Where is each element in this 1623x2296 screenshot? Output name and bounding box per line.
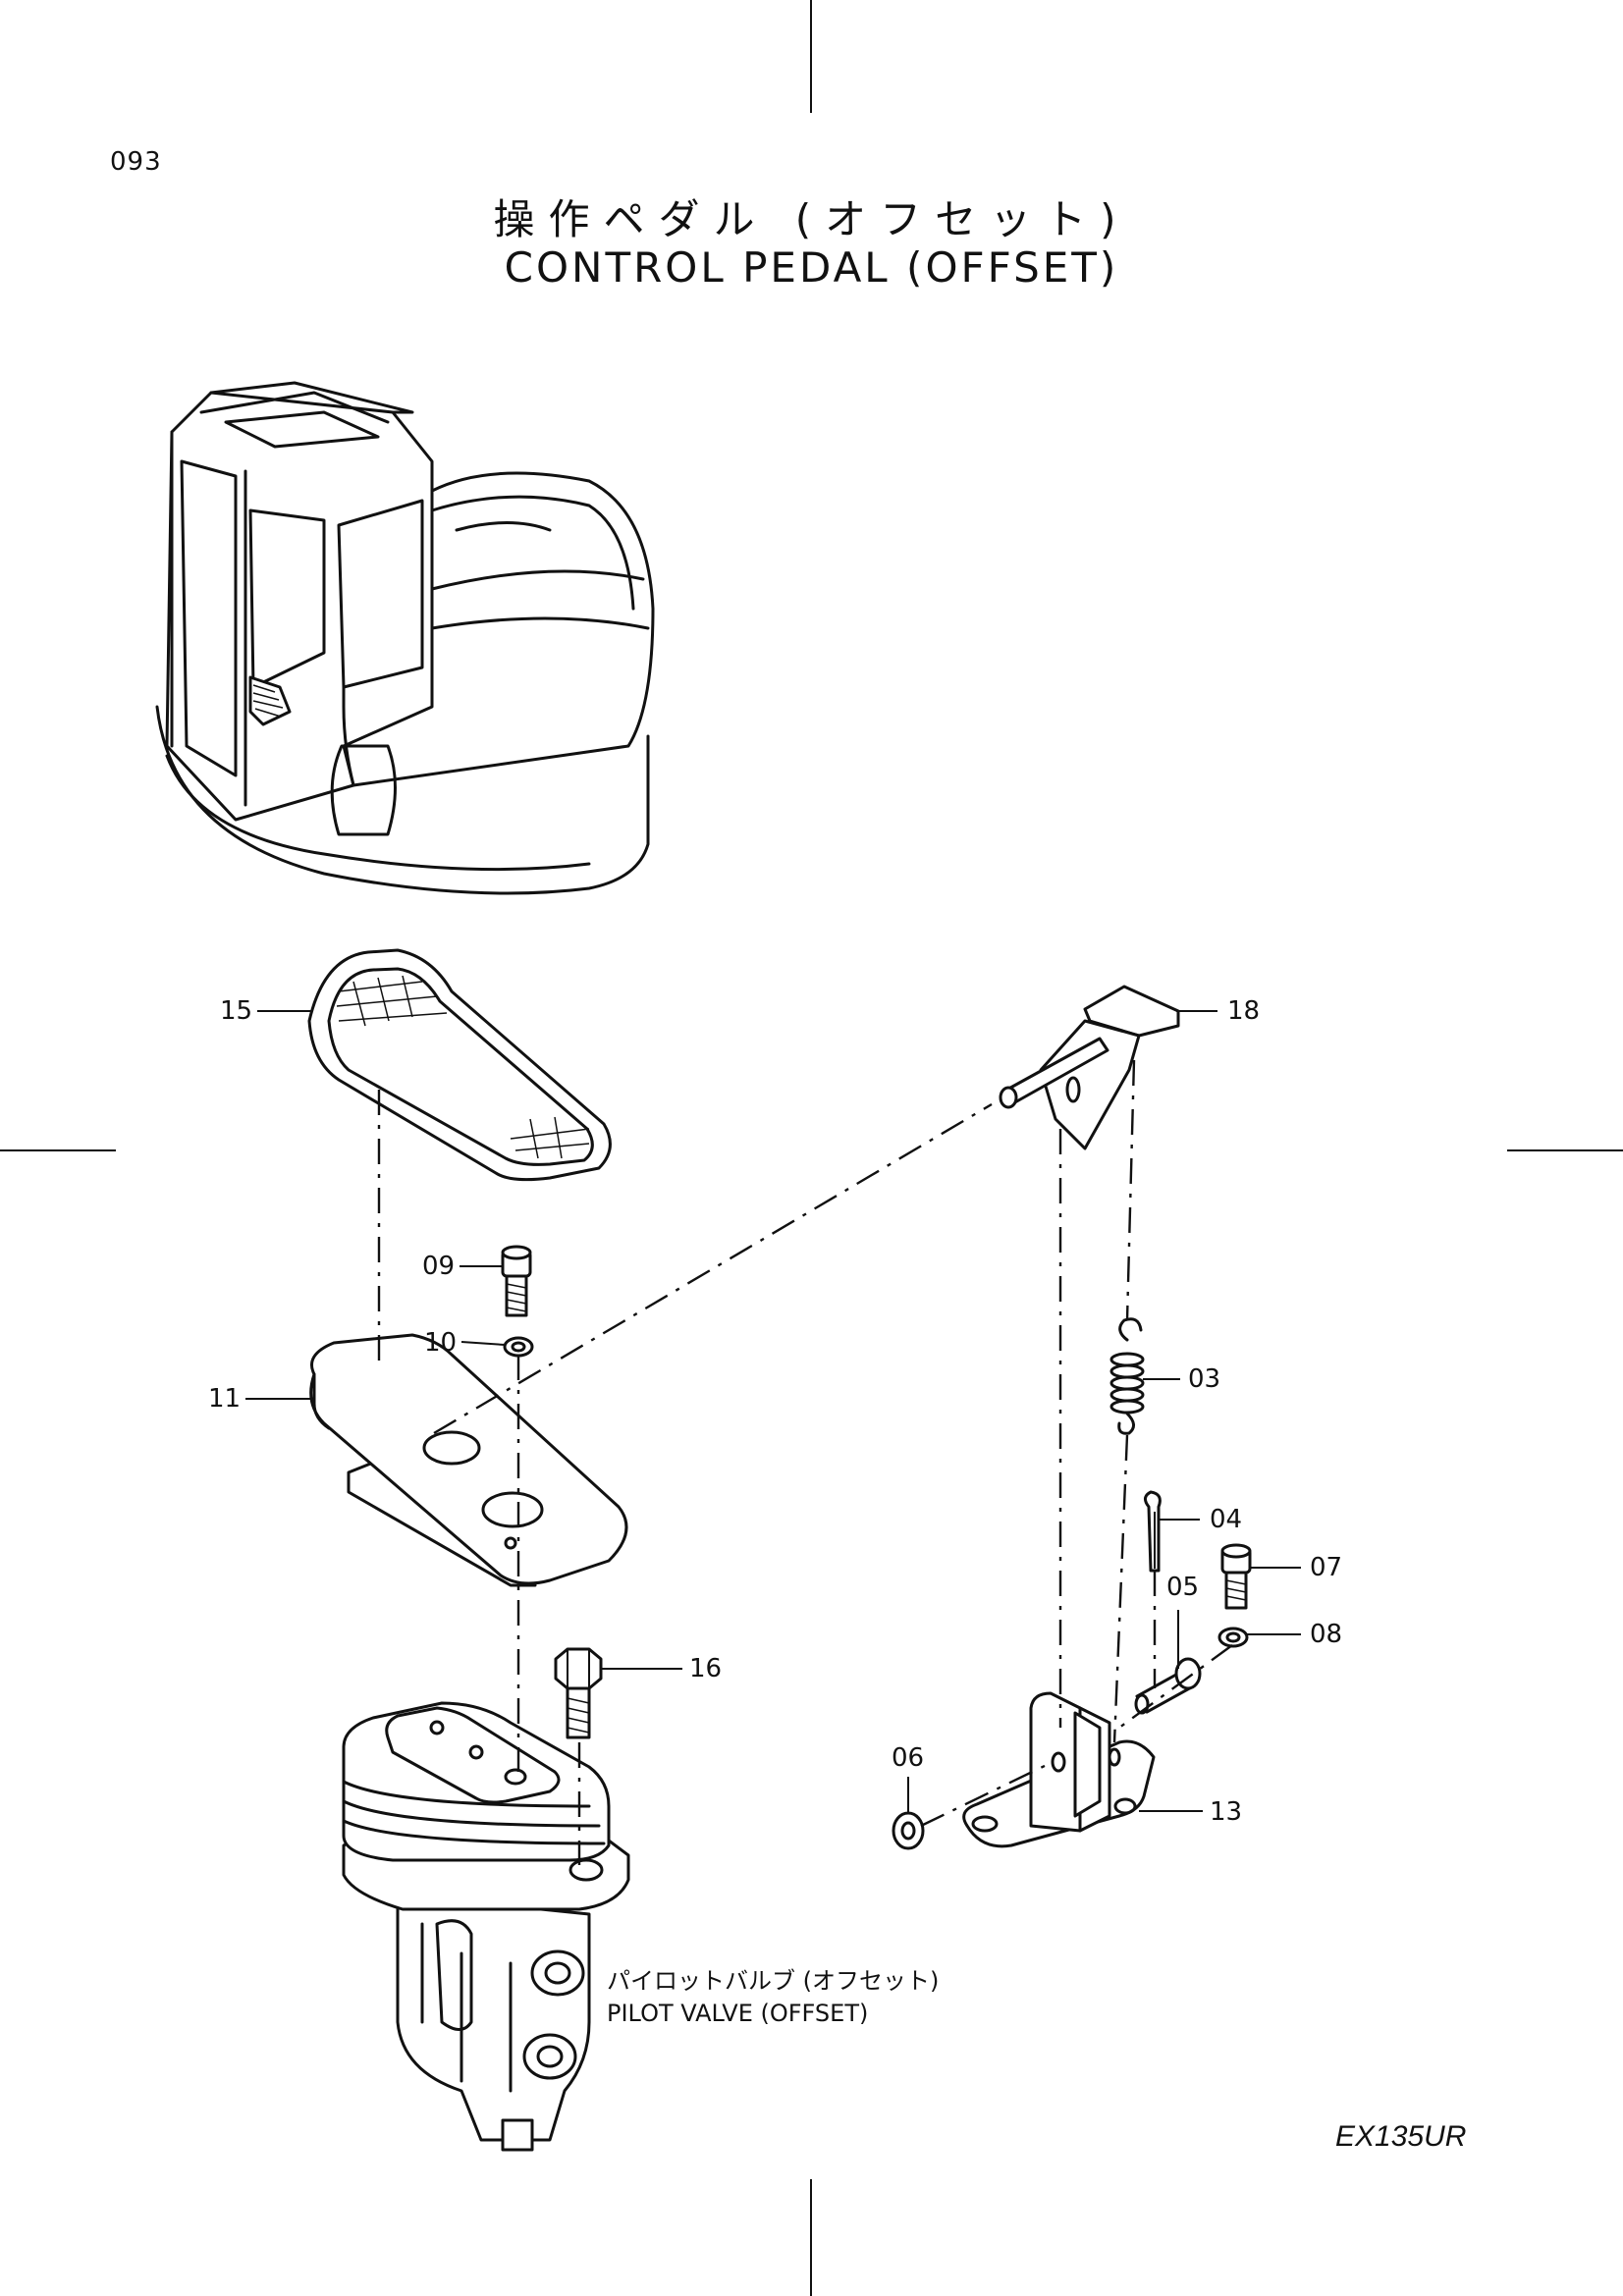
callout-13: 13 (1210, 1797, 1243, 1827)
callout-05: 05 (1166, 1573, 1200, 1602)
assembly-lines (377, 1059, 1233, 1865)
callout-10: 10 (424, 1328, 458, 1358)
pilot-valve (342, 1701, 630, 2152)
split-pin-part-04 (1144, 1490, 1162, 1573)
title-english: CONTROL PEDAL (OFFSET) (504, 243, 1119, 292)
pilot-valve-label-en: PILOT VALVE (OFFSET) (607, 2000, 869, 2027)
excavator-cab-icon (155, 381, 655, 895)
callout-09: 09 (422, 1252, 456, 1281)
callout-06: 06 (892, 1743, 925, 1773)
washer-part-10 (503, 1336, 534, 1358)
base-bracket-part-13 (962, 1691, 1156, 1848)
washer-part-08 (1217, 1627, 1249, 1648)
pedal-bracket-part-11 (309, 1333, 628, 1587)
hex-bolt-part-16 (554, 1647, 603, 1739)
callout-04: 04 (1210, 1505, 1243, 1534)
page-number: 093 (110, 147, 162, 177)
pedal-arm-part-18 (999, 985, 1180, 1150)
cap-screw-part-07 (1220, 1543, 1252, 1610)
spring-part-03 (1109, 1317, 1145, 1435)
callout-11: 11 (208, 1384, 242, 1414)
leader-lines (245, 1010, 1301, 1813)
callout-08: 08 (1310, 1620, 1343, 1649)
title-japanese: 操作ペダル (オフセット) (493, 195, 1130, 243)
callout-07: 07 (1310, 1553, 1343, 1582)
washer-part-06 (892, 1811, 925, 1850)
cap-screw-part-09 (501, 1245, 532, 1317)
callout-18: 18 (1227, 996, 1261, 1026)
model-code: EX135UR (1335, 2120, 1467, 2153)
callout-16: 16 (689, 1654, 723, 1683)
pilot-valve-label-jp: パイロットバルブ (オフセット) (607, 1967, 940, 1995)
callout-15: 15 (220, 996, 253, 1026)
pedal-pad-part-15 (307, 948, 612, 1182)
clevis-pin-part-05 (1134, 1657, 1202, 1715)
callout-03: 03 (1188, 1364, 1221, 1394)
